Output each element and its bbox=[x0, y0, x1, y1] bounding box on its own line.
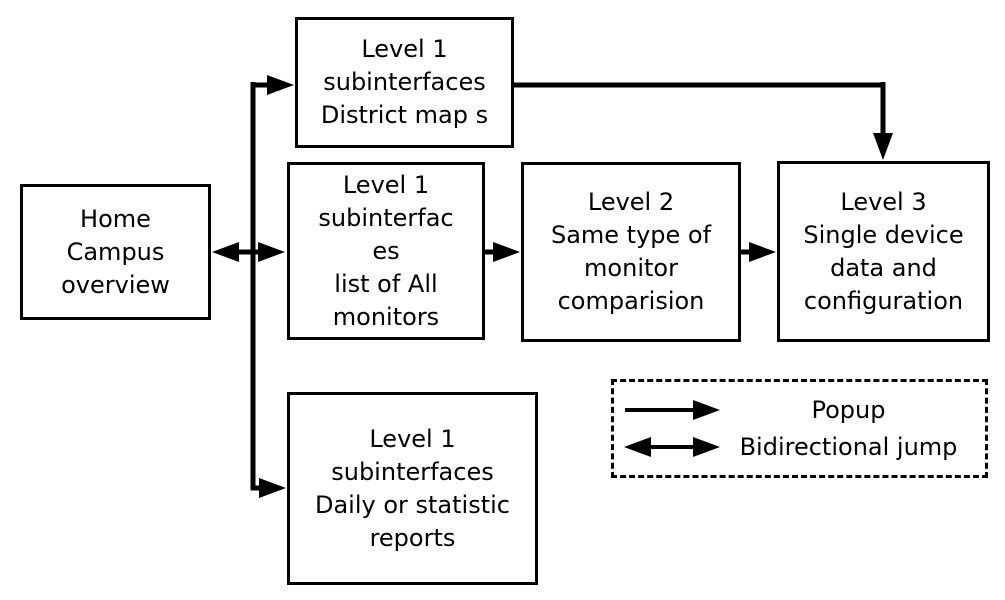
connector-home-monitors-bidirectional bbox=[212, 242, 285, 262]
node-home-campus-overview: Home Campus overview bbox=[20, 184, 211, 320]
single-arrow-icon bbox=[625, 400, 720, 420]
legend-row-bidirectional: Bidirectional jump bbox=[622, 432, 975, 462]
legend-label-bidirectional-jump: Bidirectional jump bbox=[739, 433, 958, 461]
legend: Popup Bidirectional jump bbox=[611, 379, 988, 478]
connector-monitors-to-level2 bbox=[484, 242, 520, 262]
connector-level2-to-level3 bbox=[740, 242, 776, 262]
node-level1-daily-statistic-reports: Level 1 subinterfaces Daily or statistic… bbox=[287, 392, 538, 585]
node-level1-district-maps: Level 1 subinterfaces District map s bbox=[295, 17, 514, 148]
legend-row-popup: Popup bbox=[622, 395, 975, 425]
node-level2-monitor-comparison: Level 2 Same type of monitor comparision bbox=[521, 162, 741, 342]
connector-district-maps-to-level3 bbox=[513, 82, 893, 160]
node-level3-single-device: Level 3 Single device data and configura… bbox=[777, 161, 990, 342]
connector-spine-to-reports bbox=[251, 478, 286, 498]
node-level1-list-of-all-monitors: Level 1 subinterfac es list of All monit… bbox=[287, 162, 485, 340]
legend-label-popup: Popup bbox=[811, 396, 886, 424]
connector-spine-to-district-maps bbox=[251, 75, 294, 95]
double-arrow-icon bbox=[624, 437, 720, 457]
